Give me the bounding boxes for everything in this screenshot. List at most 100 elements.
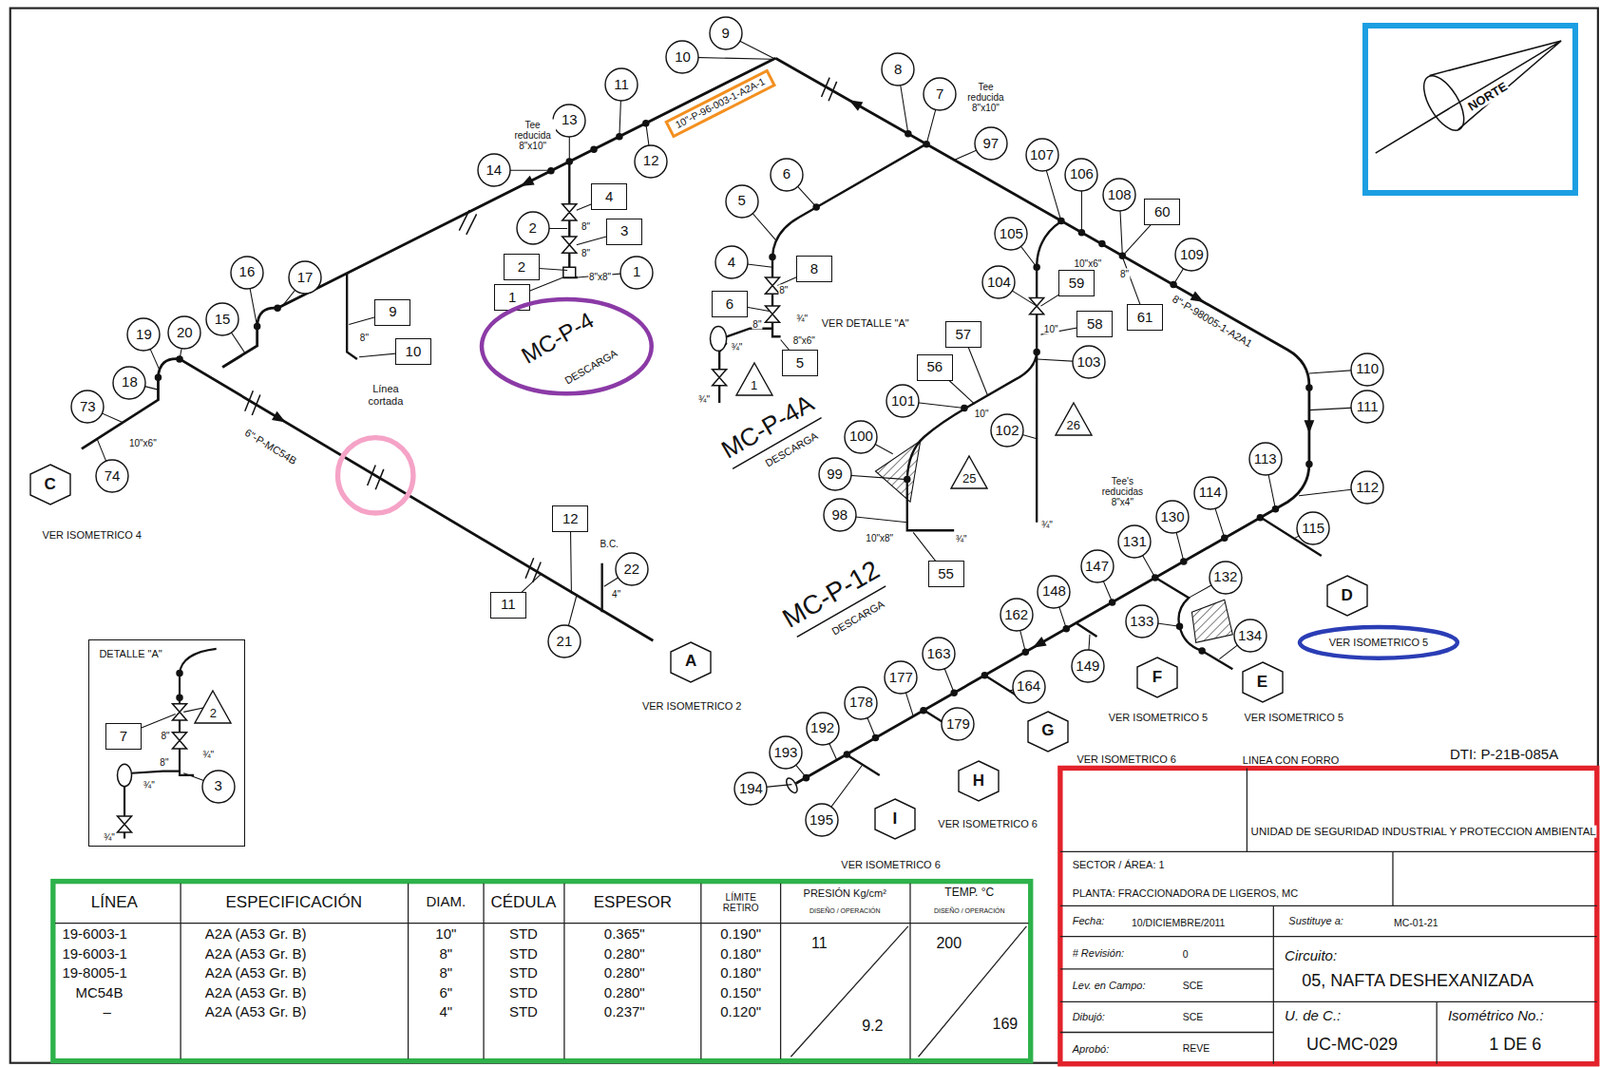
shape-label: VER ISOMETRICO 5 — [1328, 636, 1430, 648]
callout-text: 104 — [987, 274, 1011, 291]
annotation-text: Tee reducida 8"x10" — [510, 118, 556, 151]
callout-text: 162 — [1004, 607, 1029, 624]
title-block-grid — [1060, 767, 1598, 1064]
pipe-line — [775, 57, 1310, 783]
callout-text: 179 — [946, 716, 971, 733]
callout-text: 14 — [485, 162, 502, 179]
circle-shape — [1103, 178, 1136, 211]
callout-circle: 111 — [1350, 389, 1385, 424]
callout-circle: 148 — [1036, 574, 1071, 610]
callout-text: 99 — [826, 466, 843, 483]
hexagon-shape — [1327, 575, 1368, 616]
reference-hexagon: H — [957, 760, 1000, 802]
callout-box: 2 — [503, 253, 540, 281]
callout-circle: 101 — [885, 383, 920, 419]
callout-text: 2 — [528, 220, 536, 237]
circle-shape — [1296, 512, 1330, 545]
table-cell: 0.280" — [603, 965, 647, 982]
callout-circle: 149 — [1070, 648, 1105, 684]
callout-circle: 19 — [126, 317, 161, 352]
callout-text: 9 — [388, 304, 397, 321]
table-cell: 169 — [991, 1015, 1020, 1033]
circle-shape — [715, 246, 748, 279]
callout-text: 148 — [1042, 583, 1067, 600]
callout-text: 132 — [1213, 569, 1238, 586]
circle-shape — [634, 145, 667, 178]
callout-circle: 132 — [1208, 560, 1243, 595]
table-cell: STD — [508, 946, 539, 963]
callout-circle: 113 — [1248, 441, 1283, 477]
callout-circle: 102 — [990, 413, 1025, 448]
callout-box: 58 — [1076, 310, 1113, 338]
title-block-text: 0 — [1181, 949, 1190, 961]
annotation-text: LINEA CON FORRO — [1241, 754, 1340, 766]
title-block-text: 1 DE 6 — [1487, 1036, 1543, 1056]
circle-shape — [605, 68, 638, 101]
callout-circle: 164 — [1011, 669, 1047, 705]
table-cell: 19-6003-1 — [60, 946, 128, 963]
callout-text: 11 — [500, 596, 516, 613]
reference-hexagon: I — [874, 798, 916, 840]
callout-text: 5 — [796, 355, 804, 372]
callout-text: 56 — [926, 359, 943, 376]
table-cell: 10" — [434, 926, 458, 943]
callout-circle: 194 — [733, 771, 768, 806]
circle-shape — [1026, 138, 1059, 172]
annotation-text: 10" — [1043, 323, 1060, 334]
weld-joint — [154, 119, 1314, 781]
spec-table-frame — [53, 881, 1031, 1062]
callout-circle: 104 — [981, 265, 1016, 300]
callout-text: 147 — [1085, 558, 1109, 575]
callout-circle: 109 — [1174, 237, 1209, 272]
callout-text: 97 — [982, 135, 999, 153]
callout-circle: 15 — [205, 302, 240, 337]
callout-text: 177 — [889, 669, 914, 686]
callout-text: 13 — [561, 112, 578, 129]
title-block-text: UC-MC-029 — [1305, 1036, 1399, 1056]
callout-text: 18 — [121, 374, 138, 391]
highlight-ellipse: VER ISOMETRICO 5 — [1296, 624, 1461, 662]
callout-text: 61 — [1137, 309, 1154, 326]
callout-circle: 98 — [822, 497, 858, 533]
pressure-gauge — [709, 326, 726, 352]
callout-text: 102 — [995, 422, 1020, 439]
callout-box: 3 — [606, 218, 643, 246]
callout-circle: 110 — [1350, 352, 1385, 387]
circle-shape — [941, 707, 974, 741]
callout-text: C — [43, 476, 56, 495]
triangle-shape — [951, 456, 988, 489]
pipe-line — [222, 57, 776, 367]
circle-shape — [886, 384, 919, 418]
circle-shape — [666, 40, 699, 74]
table-cell: 6" — [438, 984, 454, 1001]
circle-shape — [994, 217, 1028, 250]
callout-text: 10 — [674, 49, 691, 66]
annotation-text: 8"x6" — [792, 334, 817, 345]
annotation-text: ¾" — [729, 342, 743, 353]
circle-shape — [1351, 471, 1384, 504]
table-cell: A2A (A53 Gr. B) — [204, 965, 308, 982]
callout-circle: 17 — [287, 260, 323, 295]
table-cell: A2A (A53 Gr. B) — [204, 984, 308, 1001]
callout-text: 15 — [214, 311, 231, 328]
callout-box: 61 — [1126, 304, 1163, 331]
hexagon-shape — [670, 642, 711, 683]
table-header: PRESIÓN Kg/cm² — [802, 887, 888, 899]
circle-shape — [1156, 500, 1189, 534]
flow-arrow — [271, 411, 288, 427]
annotation-text: ¾" — [142, 779, 156, 790]
pipe-line — [602, 516, 1322, 776]
callout-circle: 18 — [112, 365, 147, 400]
pipe-line — [346, 161, 578, 360]
callout-text: A — [685, 652, 697, 671]
table-cell: 0.180" — [719, 946, 762, 963]
circle-shape — [1118, 525, 1151, 558]
reference-hexagon: A — [669, 641, 712, 684]
annotation-text: 10"x6" — [1072, 257, 1103, 268]
annotation-text: 8" — [159, 730, 171, 742]
reference-note: VER ISOMETRICO 6 — [839, 858, 942, 871]
callout-text: 149 — [1075, 658, 1100, 675]
circle-shape — [844, 420, 877, 454]
callout-circle: 114 — [1193, 476, 1228, 511]
table-header: DISEÑO / OPERACIÓN — [808, 907, 882, 915]
